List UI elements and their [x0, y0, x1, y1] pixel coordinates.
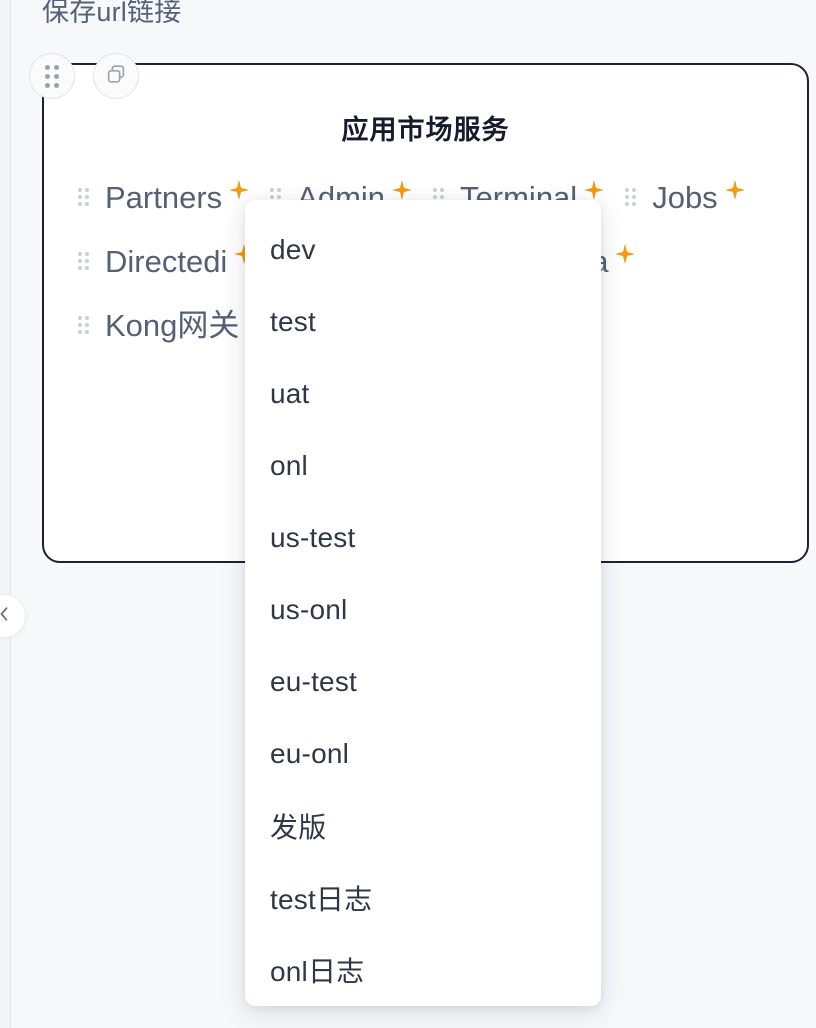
chip-label: Jobs [652, 179, 718, 215]
drag-dots-icon[interactable] [625, 188, 637, 206]
menu-item-test[interactable]: test [270, 306, 316, 337]
left-rail-background [0, 0, 10, 1028]
chip-label: Directedi [105, 243, 228, 279]
sparkle-icon [724, 179, 746, 201]
chip-row: Kong网关 [78, 293, 795, 357]
drag-dots-icon[interactable] [78, 316, 89, 334]
sparkle-icon [228, 179, 250, 201]
drag-dots-icon [45, 64, 59, 88]
sparkle-icon [583, 179, 605, 201]
menu-item-eu-test[interactable]: eu-test [270, 666, 357, 697]
menu-item-onl[interactable]: onl [270, 450, 308, 481]
chip-directedi[interactable]: Directedi [78, 243, 255, 279]
menu-item-eu-onl[interactable]: eu-onl [270, 738, 350, 769]
menu-item-uat[interactable]: uat [270, 378, 310, 409]
page-title: 保存url链接 [42, 0, 182, 27]
sparkle-icon [233, 243, 255, 265]
sidebar-collapse-button[interactable] [0, 594, 26, 638]
sparkle-icon [391, 179, 413, 201]
chip-label: Partners [105, 179, 223, 215]
menu-item-release[interactable]: 发版 [270, 812, 327, 843]
card-drag-handle-button[interactable] [29, 53, 75, 99]
chip-partners[interactable]: Partners [78, 179, 250, 215]
menu-item-us-onl[interactable]: us-onl [270, 594, 348, 625]
card-title: 应用市场服务 [341, 115, 510, 145]
menu-item-onl-log[interactable]: onl日志 [270, 956, 365, 987]
environment-dropdown-menu[interactable]: dev test uat onl us-test us-onl eu-test … [245, 200, 601, 1006]
left-rail-divider [10, 0, 11, 1028]
sparkle-icon [614, 243, 636, 265]
chip-kong-gateway[interactable]: Kong网关 [78, 307, 267, 343]
drag-dots-icon[interactable] [78, 188, 89, 206]
chip-jobs[interactable]: Jobs [625, 179, 746, 215]
menu-item-test-log[interactable]: test日志 [270, 884, 373, 915]
chip-label: Kong网关 [105, 307, 240, 343]
drag-dots-icon[interactable] [78, 252, 89, 270]
copy-icon [105, 63, 127, 90]
chevron-left-icon [0, 604, 14, 629]
menu-item-us-test[interactable]: us-test [270, 522, 356, 553]
card-duplicate-button[interactable] [93, 53, 139, 99]
menu-item-dev[interactable]: dev [270, 234, 316, 265]
